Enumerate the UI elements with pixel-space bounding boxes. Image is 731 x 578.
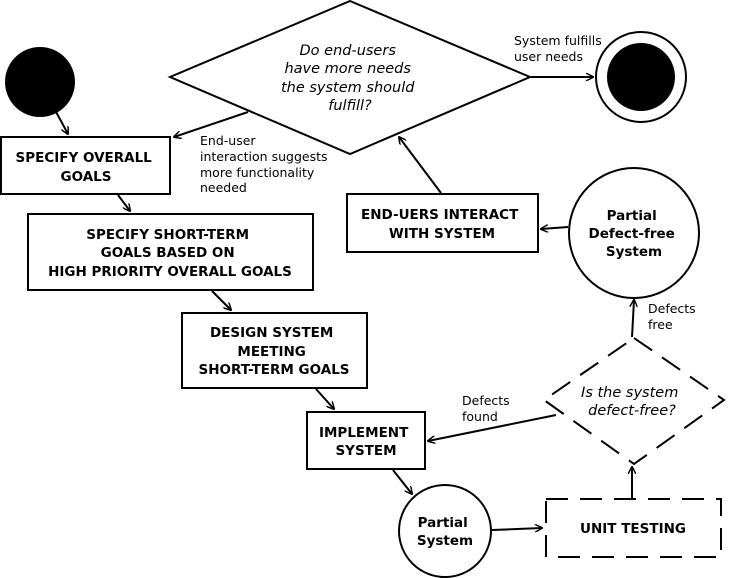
edge-short-term-to-design	[211, 290, 231, 310]
unit-testing-box: UNIT TESTING	[545, 498, 722, 558]
edge-label-defects-free: Defects free	[648, 301, 700, 332]
edge-interact-to-needs	[399, 137, 442, 194]
more-needs-decision: Do end-users have more needs the system …	[167, 0, 533, 156]
edge-needs-to-overall-goals	[174, 111, 249, 137]
end-users-interact-label: END-UERS INTERACT WITH SYSTEM	[361, 207, 523, 242]
start-node	[5, 47, 75, 117]
specify-overall-goals-box: SPECIFY OVERALL GOALS	[0, 136, 171, 195]
edge-overall-to-short-term	[117, 194, 130, 211]
end-users-interact-box: END-UERS INTERACT WITH SYSTEM	[346, 193, 539, 253]
specify-short-term-goals-label: SPECIFY SHORT-TERM GOALS BASED ON HIGH P…	[48, 227, 292, 280]
defect-free-decision: Is the system defect-free?	[542, 336, 726, 466]
edge-decision-to-implement	[428, 414, 557, 441]
design-system-box: DESIGN SYSTEM MEETING SHORT-TERM GOALS	[181, 312, 368, 389]
partial-system-label: Partial System	[417, 515, 473, 549]
edge-label-defects-found: Defects found	[462, 393, 514, 424]
defect-free-question: Is the system defect-free?	[581, 385, 683, 419]
edge-defect-free-to-interact	[541, 227, 569, 229]
end-node	[595, 31, 687, 123]
edge-design-to-implement	[315, 388, 334, 409]
specify-short-term-goals-box: SPECIFY SHORT-TERM GOALS BASED ON HIGH P…	[27, 213, 314, 291]
partial-system-node: Partial System	[398, 484, 492, 578]
edge-implement-to-partial	[392, 469, 412, 494]
more-needs-question: Do end-users have more needs the system …	[281, 43, 419, 114]
partial-defect-free-system-label: Partial Defect-free System	[589, 208, 680, 260]
design-system-label: DESIGN SYSTEM MEETING SHORT-TERM GOALS	[198, 325, 349, 378]
specify-overall-goals-label: SPECIFY OVERALL GOALS	[15, 150, 156, 185]
edge-label-fulfills-needs: System fulfills user needs	[514, 33, 606, 64]
edge-start-to-specify-overall	[54, 109, 68, 134]
edge-decision-to-defect-free	[632, 300, 634, 338]
edge-label-more-functionality: End-user interaction suggests more funct…	[200, 133, 331, 195]
unit-testing-label: UNIT TESTING	[580, 521, 686, 537]
implement-system-box: IMPLEMENT SYSTEM	[306, 411, 426, 470]
partial-defect-free-system-node: Partial Defect-free System	[568, 167, 700, 299]
edge-partial-to-unit-testing	[491, 528, 542, 530]
implement-system-label: IMPLEMENT SYSTEM	[319, 425, 413, 459]
